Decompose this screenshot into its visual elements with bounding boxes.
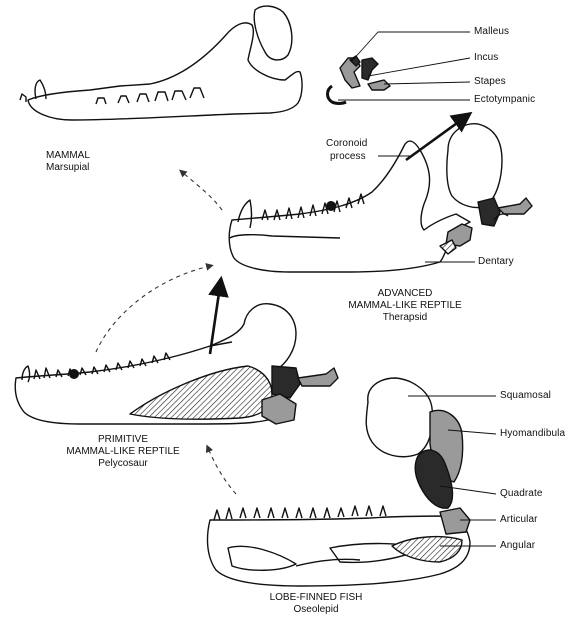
caption-mammal-subtitle: Marsupial	[46, 162, 90, 174]
caption-mammal: MAMMAL Marsupial	[46, 150, 90, 174]
caption-fish-subtitle: Oseolepid	[256, 604, 376, 616]
pelycosaur-dot	[69, 369, 79, 379]
label-coronoid-line1: Coronoid	[326, 138, 367, 150]
label-squamosal: Squamosal	[500, 390, 551, 402]
label-dentary: Dentary	[478, 256, 514, 268]
caption-fish-title: LOBE-FINNED FISH	[256, 592, 376, 604]
caption-therapsid-title2: MAMMAL-LIKE REPTILE	[330, 300, 480, 312]
label-incus: Incus	[474, 52, 498, 64]
caption-fish: LOBE-FINNED FISH Oseolepid	[256, 592, 376, 616]
label-stapes: Stapes	[474, 76, 506, 88]
therapsid-jaw	[229, 124, 532, 272]
caption-therapsid: ADVANCED MAMMAL-LIKE REPTILE Therapsid	[330, 288, 480, 324]
therapsid-dot	[326, 201, 336, 211]
label-hyomandibula: Hyomandibula	[500, 428, 565, 440]
mammal-ossicles	[328, 56, 391, 104]
label-articular: Articular	[500, 514, 538, 526]
caption-pelycosaur: PRIMITIVE MAMMAL-LIKE REPTILE Pelycosaur	[48, 434, 198, 470]
caption-therapsid-title1: ADVANCED	[330, 288, 480, 300]
label-quadrate: Quadrate	[500, 488, 543, 500]
pelycosaur-jaw	[15, 304, 338, 424]
caption-pelycosaur-title2: MAMMAL-LIKE REPTILE	[48, 446, 198, 458]
label-angular: Angular	[500, 540, 535, 552]
label-ectotympanic: Ectotympanic	[474, 94, 535, 106]
caption-therapsid-subtitle: Therapsid	[330, 312, 480, 324]
label-malleus: Malleus	[474, 26, 509, 38]
caption-pelycosaur-title1: PRIMITIVE	[48, 434, 198, 446]
label-coronoid-line2: process	[330, 151, 366, 163]
caption-mammal-title: MAMMAL	[46, 150, 90, 162]
caption-pelycosaur-subtitle: Pelycosaur	[48, 458, 198, 470]
mammal-jaw	[20, 6, 302, 120]
